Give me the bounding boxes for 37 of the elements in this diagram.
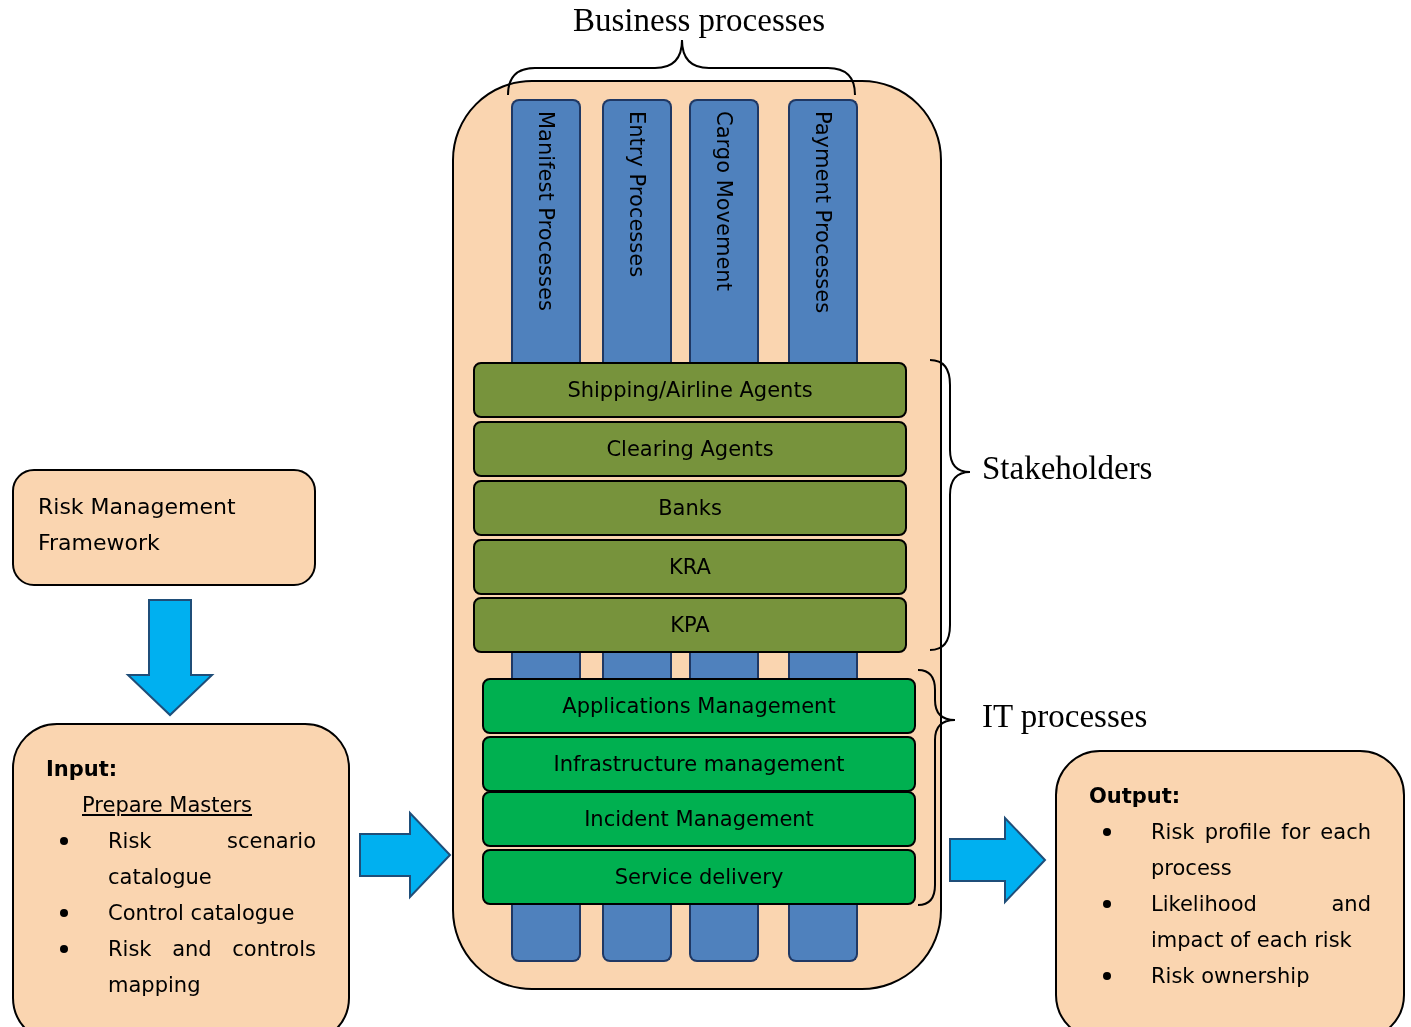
- bullet-text: Risk ownership: [1151, 963, 1311, 990]
- bracket-label: IT processes: [982, 698, 1148, 735]
- process-column: [511, 99, 581, 362]
- process-column: [689, 99, 759, 362]
- stakeholder-bar: Clearing Agents: [473, 421, 907, 477]
- panel-box: [1055, 750, 1405, 1027]
- bullet-text: Risk scenario catalogue: [108, 828, 316, 891]
- it-process-bar: Infrastructure management: [482, 736, 916, 792]
- column-label: Cargo Movement: [712, 110, 736, 293]
- panel-box: [12, 723, 350, 1027]
- framework-box: [12, 469, 316, 586]
- heading: Input:: [46, 756, 119, 783]
- bullet-text: Risk and controls mapping: [108, 936, 316, 999]
- column-label: Manifest Processes: [534, 110, 558, 313]
- stakeholder-bar: KRA: [473, 539, 907, 595]
- it-process-bar: Incident Management: [482, 791, 916, 847]
- process-column: [602, 99, 672, 362]
- bullet-text: Control catalogue: [108, 900, 296, 927]
- container-box: [452, 80, 942, 990]
- heading: Output:: [1089, 783, 1182, 810]
- bullet-text: Risk profile for each process: [1151, 819, 1371, 882]
- box-text: Risk Management Framework: [37, 493, 237, 557]
- bullet-text: Likelihood and impact of each risk: [1151, 891, 1371, 954]
- it-process-bar: Applications Management: [482, 678, 916, 734]
- block-arrow: [359, 810, 452, 900]
- process-column: [788, 99, 858, 362]
- it-process-bar: Service delivery: [482, 849, 916, 905]
- stakeholder-bar: KPA: [473, 597, 907, 653]
- stakeholder-bar: Shipping/Airline Agents: [473, 362, 907, 418]
- block-arrow: [949, 815, 1047, 905]
- bracket-label: Business processes: [573, 2, 826, 39]
- bracket-label: Stakeholders: [982, 450, 1153, 487]
- block-arrow: [125, 599, 215, 717]
- stakeholder-bar: Banks: [473, 480, 907, 536]
- column-label: Entry Processes: [625, 110, 649, 280]
- column-label: Payment Processes: [811, 110, 835, 316]
- subheading: Prepare Masters: [81, 792, 253, 819]
